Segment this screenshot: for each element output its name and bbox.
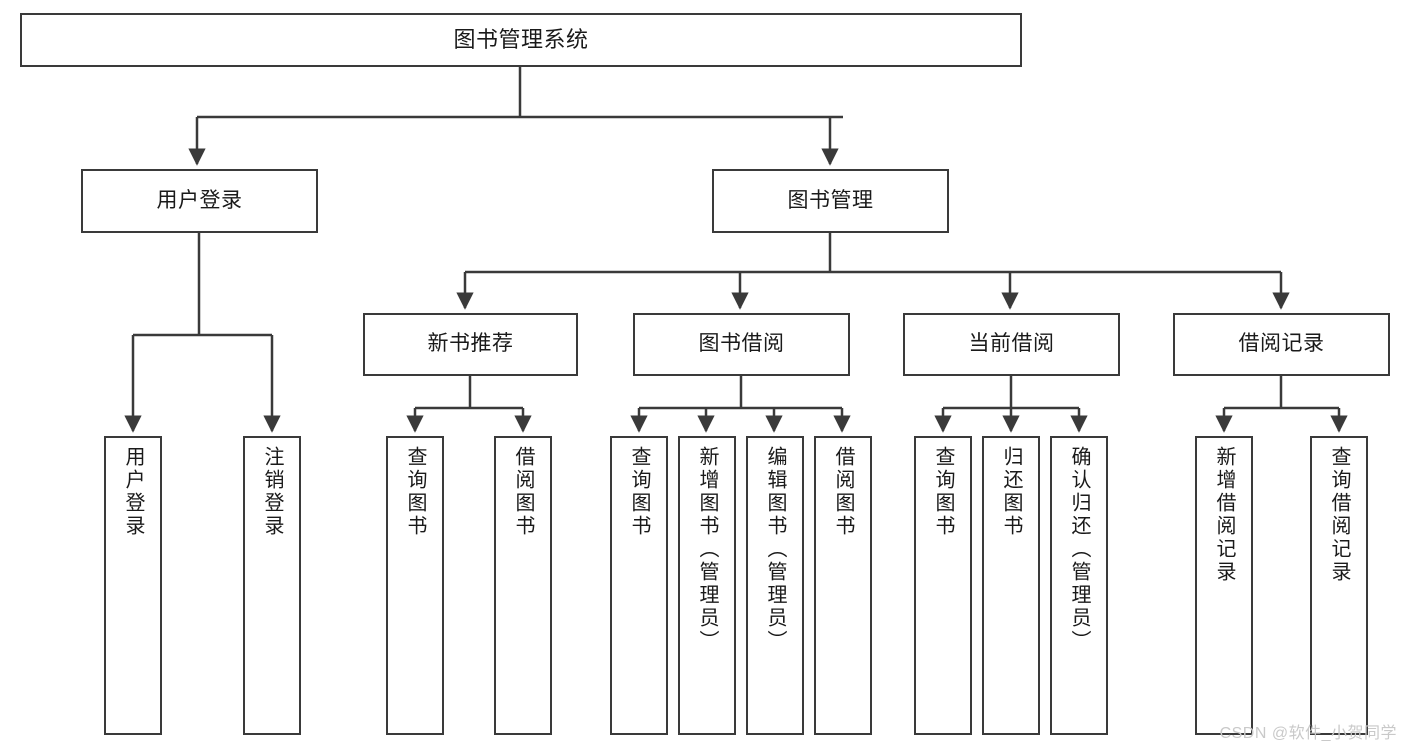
node-leaf-rec-query-record-label: 查询借阅记录 xyxy=(1328,446,1350,584)
node-leaf-user-logout-label: 注销登录 xyxy=(261,446,283,538)
node-book-manage[interactable]: 图书管理 xyxy=(712,169,949,233)
node-book-manage-label: 图书管理 xyxy=(787,188,874,212)
node-leaf-cur-query-book[interactable]: 查询图书 xyxy=(914,436,972,735)
node-borrow-record[interactable]: 借阅记录 xyxy=(1173,313,1390,376)
node-leaf-rec-add-record-label: 新增借阅记录 xyxy=(1213,446,1235,584)
node-leaf-user-login-label: 用户登录 xyxy=(122,446,144,538)
node-leaf-rec-query-book[interactable]: 查询图书 xyxy=(386,436,444,735)
node-current-borrow[interactable]: 当前借阅 xyxy=(903,313,1120,376)
node-leaf-borrow-borrow-book-label: 借阅图书 xyxy=(832,446,854,538)
node-new-book-rec-label: 新书推荐 xyxy=(427,332,514,356)
node-new-book-rec[interactable]: 新书推荐 xyxy=(363,313,578,376)
node-leaf-rec-borrow-book-label: 借阅图书 xyxy=(512,446,534,538)
node-leaf-borrow-query-book[interactable]: 查询图书 xyxy=(610,436,668,735)
node-leaf-user-logout[interactable]: 注销登录 xyxy=(243,436,301,735)
node-leaf-borrow-edit-book[interactable]: 编辑图书（管理员） xyxy=(746,436,804,735)
node-leaf-borrow-edit-book-label: 编辑图书（管理员） xyxy=(764,446,786,653)
node-root-label: 图书管理系统 xyxy=(453,27,589,53)
node-user-login[interactable]: 用户登录 xyxy=(81,169,318,233)
node-leaf-cur-confirm-return[interactable]: 确认归还（管理员） xyxy=(1050,436,1108,735)
node-book-borrow-label: 图书借阅 xyxy=(698,332,785,356)
node-user-login-label: 用户登录 xyxy=(156,188,243,212)
node-leaf-rec-borrow-book[interactable]: 借阅图书 xyxy=(494,436,552,735)
node-root[interactable]: 图书管理系统 xyxy=(20,13,1022,67)
node-leaf-user-login[interactable]: 用户登录 xyxy=(104,436,162,735)
node-leaf-cur-confirm-return-label: 确认归还（管理员） xyxy=(1068,446,1090,653)
node-leaf-borrow-add-book-label: 新增图书（管理员） xyxy=(696,446,718,653)
node-current-borrow-label: 当前借阅 xyxy=(968,332,1055,356)
node-leaf-cur-return-book[interactable]: 归还图书 xyxy=(982,436,1040,735)
node-leaf-borrow-borrow-book[interactable]: 借阅图书 xyxy=(814,436,872,735)
node-leaf-rec-query-record[interactable]: 查询借阅记录 xyxy=(1310,436,1368,735)
node-book-borrow[interactable]: 图书借阅 xyxy=(633,313,850,376)
node-leaf-cur-query-book-label: 查询图书 xyxy=(932,446,954,538)
node-leaf-rec-add-record[interactable]: 新增借阅记录 xyxy=(1195,436,1253,735)
node-leaf-cur-return-book-label: 归还图书 xyxy=(1000,446,1022,538)
node-leaf-borrow-add-book[interactable]: 新增图书（管理员） xyxy=(678,436,736,735)
watermark-label: CSDN @软件_小贺同学 xyxy=(1219,725,1397,742)
node-borrow-record-label: 借阅记录 xyxy=(1238,332,1325,356)
node-leaf-borrow-query-book-label: 查询图书 xyxy=(628,446,650,538)
node-leaf-rec-query-book-label: 查询图书 xyxy=(404,446,426,538)
